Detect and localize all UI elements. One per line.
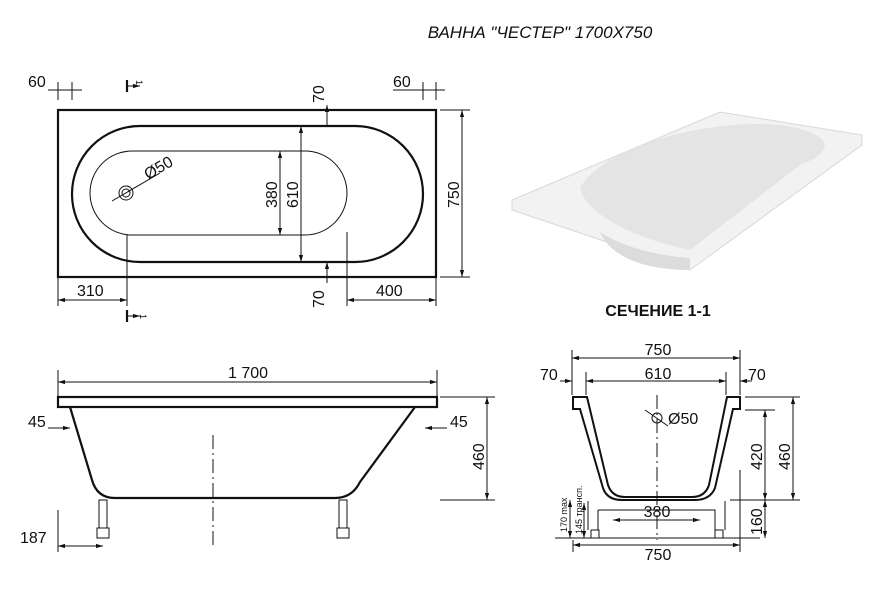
side-view: 1 700 45 45 460 187 <box>20 365 495 552</box>
dim-right-rim: 45 <box>450 414 468 431</box>
leg-left <box>590 529 600 539</box>
dim-right-rim: 70 <box>748 367 766 384</box>
dim-height: 460 <box>471 443 488 470</box>
bowl-outline <box>70 124 425 264</box>
dim-left-margin: 60 <box>28 74 46 91</box>
dim-top-rim: 70 <box>311 85 328 103</box>
drain-icon <box>651 412 663 424</box>
bathtub-render <box>511 111 863 271</box>
dim-drain-offset: 310 <box>77 283 104 300</box>
dim-inner-width: 610 <box>285 181 302 208</box>
dim-leg-height: 160 <box>749 508 766 535</box>
drain-label: Ø50 <box>142 154 177 184</box>
dim-top-width: 750 <box>645 342 672 359</box>
dim-height: 460 <box>777 443 794 470</box>
leg-left <box>96 499 110 539</box>
bottom-outline <box>89 150 348 236</box>
dim-depth: 420 <box>749 443 766 470</box>
section-mark-bottom: 1 <box>138 314 148 319</box>
dim-length: 1 700 <box>228 365 268 382</box>
dim-inner-width: 610 <box>645 366 672 383</box>
dim-width: 750 <box>446 181 463 208</box>
leg-right <box>714 529 724 539</box>
section-mark-top: 1 <box>134 80 144 85</box>
dim-bottom-width: 380 <box>264 181 281 208</box>
dim-bottom-width: 750 <box>645 547 672 564</box>
dim-bottom-rim: 70 <box>311 290 328 308</box>
dim-left-rim: 45 <box>28 414 46 431</box>
dim-right-margin: 60 <box>393 74 411 91</box>
section-title: СЕЧЕНИЕ 1-1 <box>605 303 711 320</box>
dim-leg-span: 380 <box>644 504 671 521</box>
drain-label: Ø50 <box>668 411 698 428</box>
leg-right <box>336 499 350 539</box>
dim-leg-offset: 187 <box>20 530 47 547</box>
section-view: 750 70 610 70 Ø50 380 750 170 max 145 тр… <box>540 342 800 564</box>
dim-max-leg: 170 max <box>559 497 569 532</box>
drawing-title: ВАННА "ЧЕСТЕР" 1700Х750 <box>428 23 653 42</box>
dim-right-offset: 400 <box>376 283 403 300</box>
dim-transport-leg: 145 трансп. <box>574 486 584 535</box>
top-outline <box>56 108 438 279</box>
top-view: Ø50 60 60 1 1 70 70 380 610 750 310 400 <box>28 74 470 322</box>
drain-icon <box>111 172 161 202</box>
dim-left-rim: 70 <box>540 367 558 384</box>
